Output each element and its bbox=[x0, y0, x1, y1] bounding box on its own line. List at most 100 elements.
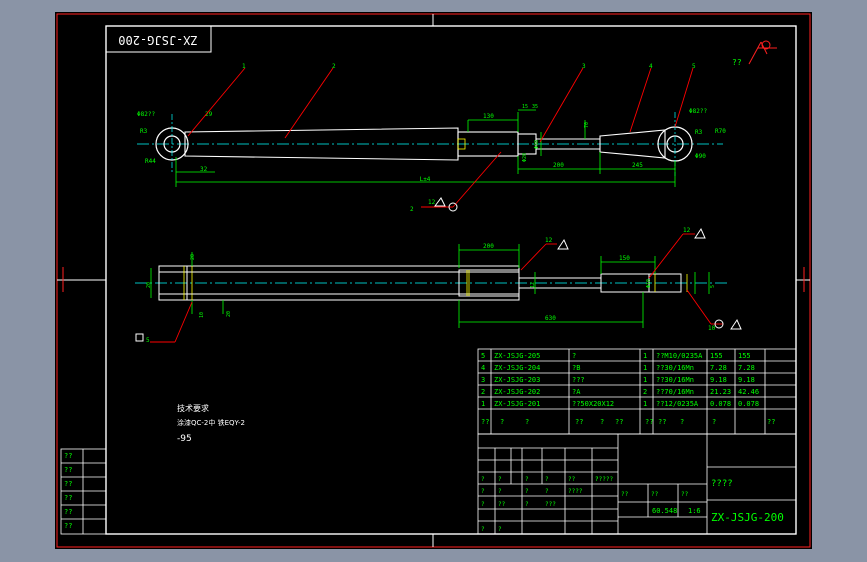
bom-header-cell: ? bbox=[500, 418, 504, 426]
title-block-label: ? bbox=[525, 501, 529, 508]
title-block-label: ????? bbox=[595, 476, 613, 483]
title-block-labels: ??????????????????????????????????? bbox=[481, 476, 689, 533]
bom-cell-code: ZX-JSJG-201 bbox=[494, 400, 540, 408]
bom-cell-unit: 9.18 bbox=[710, 376, 727, 384]
dim-r44: R44 bbox=[145, 158, 156, 165]
side-dim-phi10: Φ10 bbox=[646, 279, 652, 288]
title-block-name: ???? bbox=[711, 479, 733, 489]
strip-label-6: ?? bbox=[64, 522, 72, 530]
bom-cell-name: ?B bbox=[572, 364, 580, 372]
left-revision-strip bbox=[60, 448, 107, 535]
title-block-label: ? bbox=[481, 476, 485, 483]
strip-label-4: ?? bbox=[64, 494, 72, 502]
bom-header-cell: ?? bbox=[645, 418, 653, 426]
bom-header-cell: ?? bbox=[615, 418, 623, 426]
side-dim-630: 630 bbox=[545, 315, 556, 322]
bom-grid bbox=[477, 348, 797, 435]
weld-label-top: 12 bbox=[428, 199, 436, 206]
side-weld-b: 12 bbox=[683, 227, 691, 234]
dim-29: 29 bbox=[205, 111, 213, 118]
bom-header-cell: ?? bbox=[575, 418, 583, 426]
balloon-5: 5 bbox=[692, 63, 696, 70]
bom-cell-unit: 155 bbox=[710, 352, 723, 360]
side-weld-a: 12 bbox=[545, 237, 553, 244]
balloon-1: 1 bbox=[242, 63, 246, 70]
bom-cell-no: 5 bbox=[481, 352, 485, 360]
side-dim-150: 150 bbox=[619, 255, 630, 262]
title-block-label: ??? bbox=[545, 501, 556, 508]
bom-header-cell: ?? bbox=[481, 418, 489, 426]
cad-viewport[interactable]: ZX-JSJG-200 ?? bbox=[55, 12, 812, 549]
sheet-border bbox=[56, 13, 811, 548]
side-dim-10: 10 bbox=[199, 312, 205, 318]
bom-cell-no: 3 bbox=[481, 376, 485, 384]
title-block-weight: 60.548 bbox=[652, 507, 677, 515]
bom-cell-total: 7.28 bbox=[738, 364, 755, 372]
side-dim-20c: 20 bbox=[226, 311, 232, 317]
strip-label-3: ?? bbox=[64, 480, 72, 488]
side-dim-200: 200 bbox=[483, 243, 494, 250]
centering-marks bbox=[57, 14, 810, 547]
bom-cell-code: ZX-JSJG-204 bbox=[494, 364, 540, 372]
strip-label-2: ?? bbox=[64, 466, 72, 474]
roughness-note: ?? bbox=[732, 58, 742, 67]
dim-phi82-right: Φ82?? bbox=[689, 108, 707, 115]
title-block-label: ?? bbox=[621, 491, 629, 498]
notes-line-1: 涂漆QC-2中 铁EQY-2 bbox=[177, 418, 245, 427]
bom-header-cell: ? bbox=[712, 418, 716, 426]
bom-cell-material: ??30/16Mn bbox=[656, 376, 694, 384]
bom-cell-qty: 1 bbox=[643, 400, 647, 408]
title-block-label: ? bbox=[545, 488, 549, 495]
bom-header-cell: ? bbox=[525, 418, 529, 426]
bom-cell-no: 1 bbox=[481, 400, 485, 408]
title-block-label: ? bbox=[525, 488, 529, 495]
title-block-label: ?? bbox=[568, 476, 576, 483]
centering-marks-red bbox=[62, 267, 805, 292]
bom-cell-no: 4 bbox=[481, 364, 485, 372]
bom-cell-total: 42.46 bbox=[738, 388, 759, 396]
bom-cell-total: 9.18 bbox=[738, 376, 755, 384]
bom-cell-qty: 1 bbox=[643, 352, 647, 360]
drawing-canvas[interactable]: ZX-JSJG-200 ?? bbox=[55, 12, 812, 549]
top-view: L±4 32 200 245 130 15 35 Φ38 Φ20 70 29 Φ… bbox=[137, 63, 726, 213]
title-block-label: ? bbox=[498, 526, 502, 533]
title-block-label: ?? bbox=[651, 491, 659, 498]
bom-cell-code: ZX-JSJG-203 bbox=[494, 376, 540, 384]
mirrored-number-box bbox=[105, 25, 212, 53]
dim-r3-right: R3 bbox=[695, 129, 703, 136]
dim-r70: R70 bbox=[715, 128, 726, 135]
notes-title: 技术要求 bbox=[177, 403, 209, 413]
bom-cell-qty: 2 bbox=[643, 388, 647, 396]
balloon-3: 3 bbox=[582, 63, 586, 70]
bom-cell-unit: 0.078 bbox=[710, 400, 731, 408]
notes-line-2: -95 bbox=[177, 434, 192, 444]
bom-cell-qty: 1 bbox=[643, 364, 647, 372]
title-block-number: ZX-JSJG-200 bbox=[711, 511, 784, 524]
title-block-grid bbox=[477, 433, 797, 535]
side-dim-20a: 20 bbox=[190, 254, 196, 260]
title-block-label: ? bbox=[498, 488, 502, 495]
roughness-symbol-icon bbox=[748, 40, 777, 65]
dim-35: 35 bbox=[532, 104, 538, 110]
dim-phi82-left: Φ82?? bbox=[137, 111, 155, 118]
dim-130: 130 bbox=[483, 113, 494, 120]
dim-phi20: Φ20 bbox=[522, 153, 528, 162]
bom-cell-code: ZX-JSJG-202 bbox=[494, 388, 540, 396]
bom-header-cell: ? bbox=[680, 418, 684, 426]
title-block-label: ? bbox=[498, 476, 502, 483]
dim-r3-left: R3 bbox=[140, 128, 148, 135]
bom-cell-name: ??? bbox=[572, 376, 585, 384]
bom-cell-total: 0.078 bbox=[738, 400, 759, 408]
bom-cell-unit: 7.28 bbox=[710, 364, 727, 372]
title-block-scale: 1:6 bbox=[688, 507, 701, 515]
strip-label-5: ?? bbox=[64, 508, 72, 516]
strip-label-1: ?? bbox=[64, 452, 72, 460]
dim-245: 245 bbox=[632, 162, 643, 169]
bom-cell-material: ??70/16Mn bbox=[656, 388, 694, 396]
dim-200: 200 bbox=[553, 162, 564, 169]
bom-header-cell: ?? bbox=[767, 418, 775, 426]
title-block-label: ?? bbox=[498, 501, 506, 508]
dim-total-length: L±4 bbox=[420, 176, 431, 183]
side-dim-20b: 20 bbox=[146, 282, 152, 288]
